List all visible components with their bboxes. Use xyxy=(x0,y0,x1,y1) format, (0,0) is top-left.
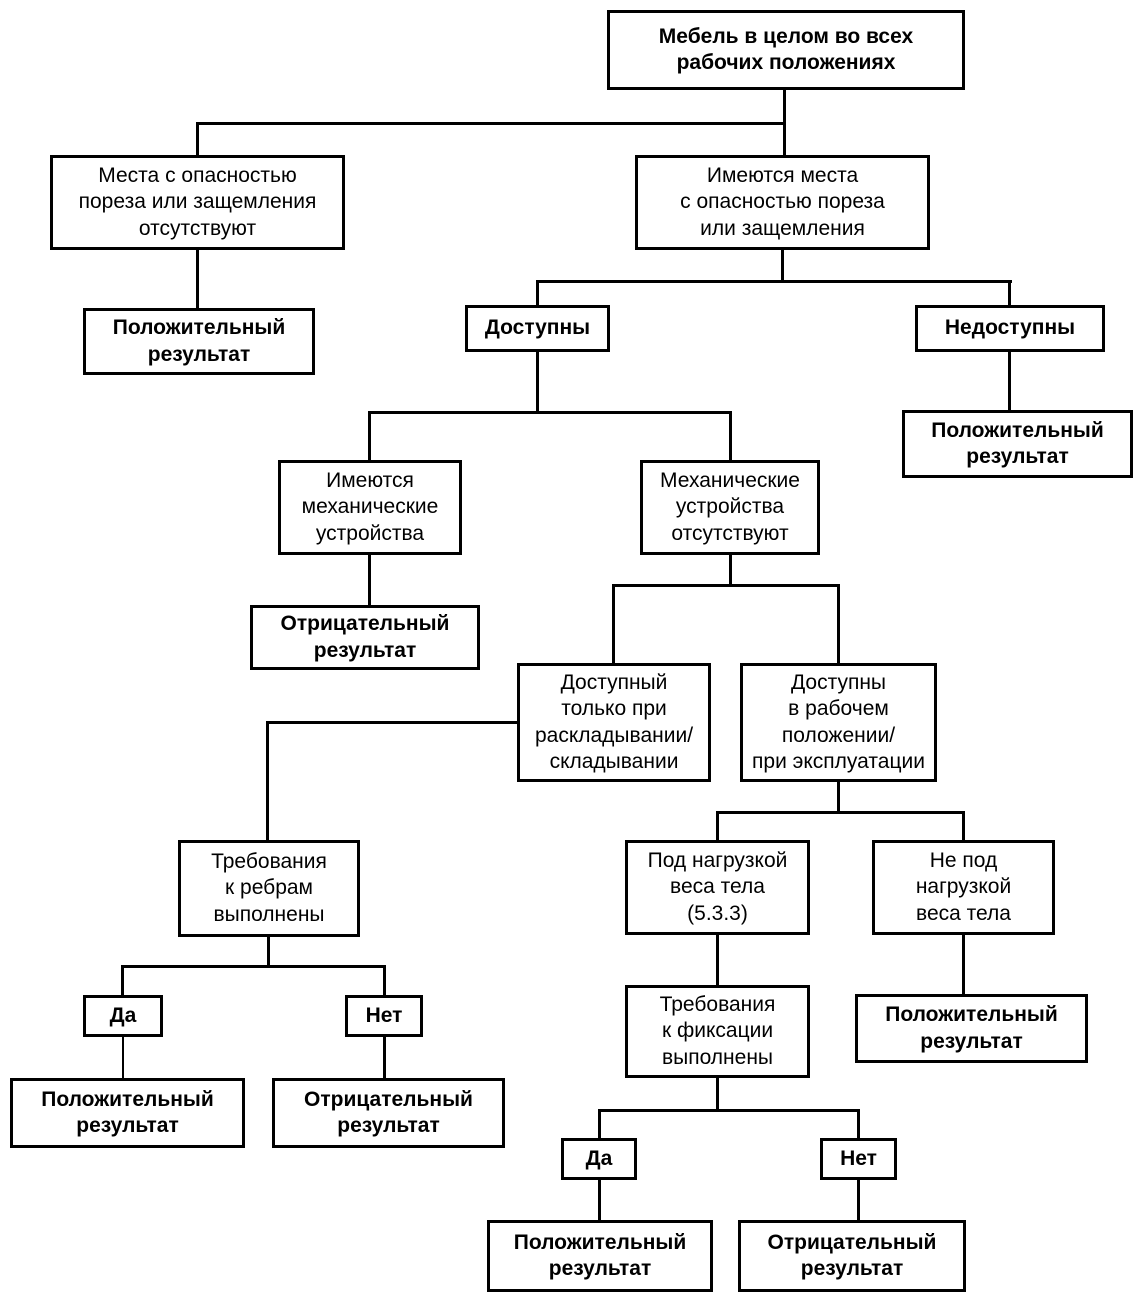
connector-line xyxy=(368,411,732,414)
node-no-2: Нет xyxy=(820,1138,897,1180)
connector-line xyxy=(837,782,840,814)
connector-line xyxy=(962,935,965,995)
node-no-1: Нет xyxy=(345,995,423,1037)
connector-line xyxy=(121,965,124,996)
connector-line xyxy=(598,1180,601,1221)
connector-line xyxy=(612,584,615,664)
node-mech-devices-absent: Механические устройства отсутствуют xyxy=(640,460,820,555)
node-edge-requirements-met: Требования к ребрам выполнены xyxy=(178,840,360,937)
connector-line xyxy=(266,721,269,841)
connector-line xyxy=(962,811,965,841)
connector-line xyxy=(716,811,965,814)
connector-line xyxy=(536,280,1012,283)
node-negative-result-1: Отрицательный результат xyxy=(250,605,480,670)
node-has-danger-places: Имеются места с опасностью пореза или за… xyxy=(635,155,930,250)
connector-line xyxy=(196,250,199,309)
connector-line xyxy=(716,811,719,841)
connector-line xyxy=(598,1109,601,1139)
connector-line xyxy=(857,1180,860,1221)
connector-line xyxy=(196,122,786,125)
connector-line xyxy=(122,1037,124,1079)
connector-line xyxy=(612,584,840,587)
node-yes-1: Да xyxy=(83,995,163,1037)
connector-line xyxy=(1008,352,1011,411)
connector-line xyxy=(267,937,270,968)
node-accessible-only-when-folding: Доступный только при раскладывании/ скла… xyxy=(517,663,711,782)
node-inaccessible: Недоступны xyxy=(915,305,1105,352)
connector-line xyxy=(716,1078,719,1112)
connector-line xyxy=(368,411,371,461)
node-fixation-requirements-met: Требования к фиксации выполнены xyxy=(625,985,810,1078)
connector-line xyxy=(781,250,784,283)
node-negative-result-3: Отрицательный результат xyxy=(738,1220,966,1292)
node-positive-result-5: Положительный результат xyxy=(487,1220,713,1292)
connector-line xyxy=(383,965,386,996)
node-no-danger-places: Места с опасностью пореза или защемления… xyxy=(50,155,345,250)
connector-line xyxy=(368,555,371,606)
connector-line xyxy=(266,721,517,724)
node-under-body-weight-load: Под нагрузкой веса тела (5.3.3) xyxy=(625,840,810,935)
node-positive-result-1: Положительный результат xyxy=(83,308,315,375)
connector-line xyxy=(857,1109,860,1139)
node-accessible-in-working-position: Доступны в рабочем положении/ при эксплу… xyxy=(740,663,937,782)
connector-line xyxy=(598,1109,860,1112)
node-positive-result-2: Положительный результат xyxy=(902,410,1133,478)
connector-line xyxy=(729,555,732,587)
connector-line xyxy=(1008,280,1011,306)
connector-line xyxy=(837,584,840,664)
node-positive-result-4: Положительный результат xyxy=(855,994,1088,1063)
node-negative-result-2: Отрицательный результат xyxy=(272,1078,505,1148)
node-root: Мебель в целом во всех рабочих положения… xyxy=(607,10,965,90)
connector-line xyxy=(536,280,539,306)
connector-line xyxy=(121,965,386,968)
connector-line xyxy=(729,411,732,461)
connector-line xyxy=(716,935,719,986)
node-mech-devices-present: Имеются механические устройства xyxy=(278,460,462,555)
connector-line xyxy=(536,352,539,414)
node-not-under-body-weight-load: Не под нагрузкой веса тела xyxy=(872,840,1055,935)
node-accessible: Доступны xyxy=(465,305,610,352)
node-positive-result-3: Положительный результат xyxy=(10,1078,245,1148)
node-yes-2: Да xyxy=(561,1138,637,1180)
connector-line xyxy=(196,122,199,156)
connector-line xyxy=(383,1037,386,1079)
